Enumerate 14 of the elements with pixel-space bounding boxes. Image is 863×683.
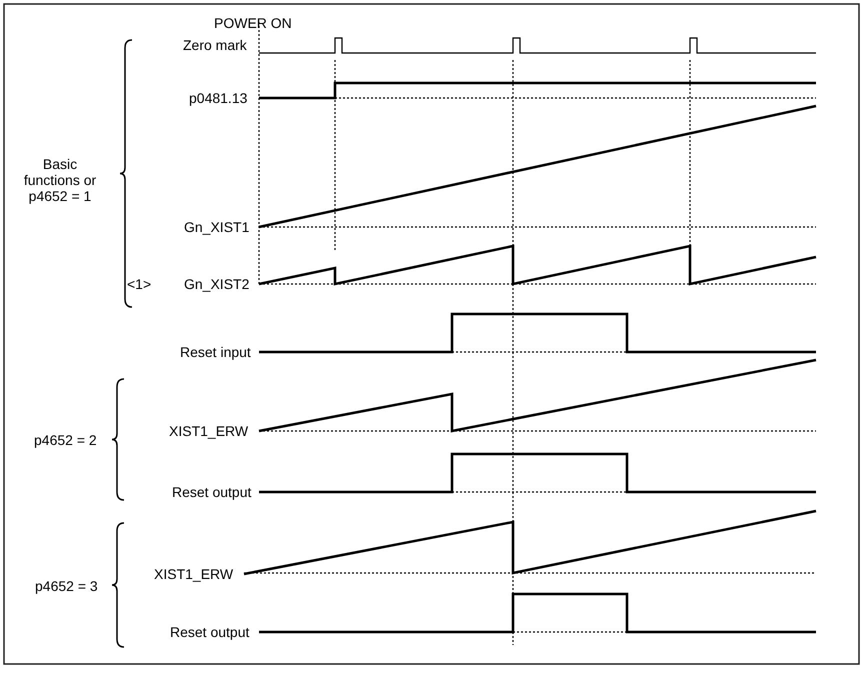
signal-label: Reset output [172, 484, 252, 500]
signal-label: XIST1_ERW [154, 566, 234, 582]
signal-label: p0481.13 [189, 90, 248, 106]
signal-label: Gn_XIST2 [184, 276, 250, 292]
signal-label: Zero mark [183, 37, 247, 53]
group-label: p4652 = 3 [35, 578, 98, 594]
signal-label: XIST1_ERW [169, 423, 248, 439]
group-label: Basic functions or p4652 = 1 [22, 156, 98, 204]
signal-label: Reset output [170, 624, 250, 640]
group-label: p4652 = 2 [34, 432, 97, 448]
footnote-mark: <1> [127, 276, 152, 292]
signal-label: Gn_XIST1 [184, 219, 250, 235]
event-label: POWER ON [214, 15, 292, 31]
signal-label: Reset input [180, 344, 251, 360]
